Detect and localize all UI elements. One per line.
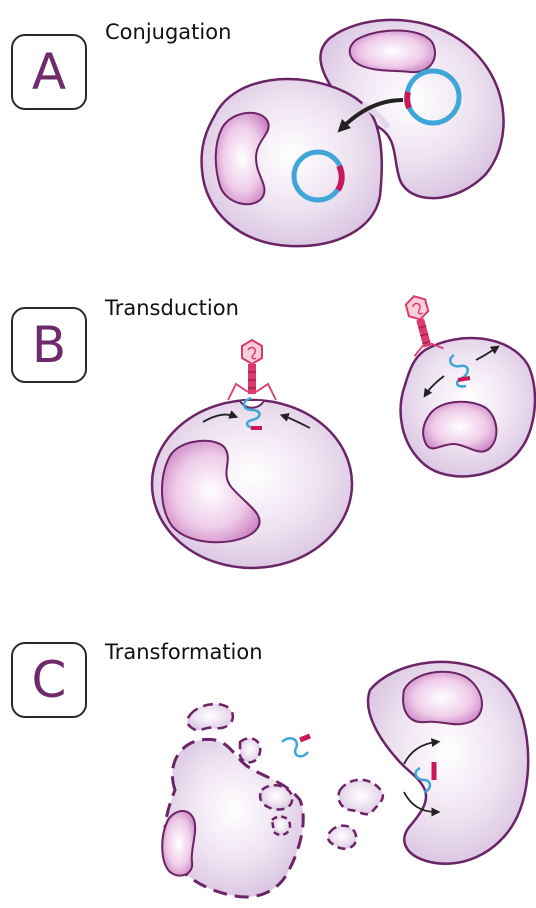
cell-debris-1 <box>187 704 233 730</box>
transduction-illustration <box>152 292 535 568</box>
bacteriophage-attached <box>228 340 276 400</box>
panel-title-transformation: Transformation <box>105 640 263 664</box>
cell-debris-4 <box>338 780 382 814</box>
new-host-nucleoid <box>423 402 496 452</box>
lysed-cell-nucleoid <box>162 811 195 876</box>
panel-letter-b: B <box>11 307 87 383</box>
panel-letter-c: C <box>11 642 87 718</box>
donor-nucleoid <box>350 31 435 73</box>
bacteriophage-released <box>399 292 443 356</box>
cell-debris-5 <box>328 826 356 849</box>
conjugation-illustration <box>202 20 504 246</box>
donor-plasmid-gene <box>407 92 409 108</box>
cell-debris-6 <box>272 817 290 835</box>
cell-debris-2 <box>240 738 260 762</box>
transformation-illustration <box>162 662 528 897</box>
cell-debris-3 <box>260 785 292 809</box>
competent-cell-nucleoid <box>403 672 482 725</box>
panel-letter-a: A <box>11 34 87 110</box>
panel-title-conjugation: Conjugation <box>105 20 231 44</box>
panel-title-transduction: Transduction <box>105 296 239 320</box>
